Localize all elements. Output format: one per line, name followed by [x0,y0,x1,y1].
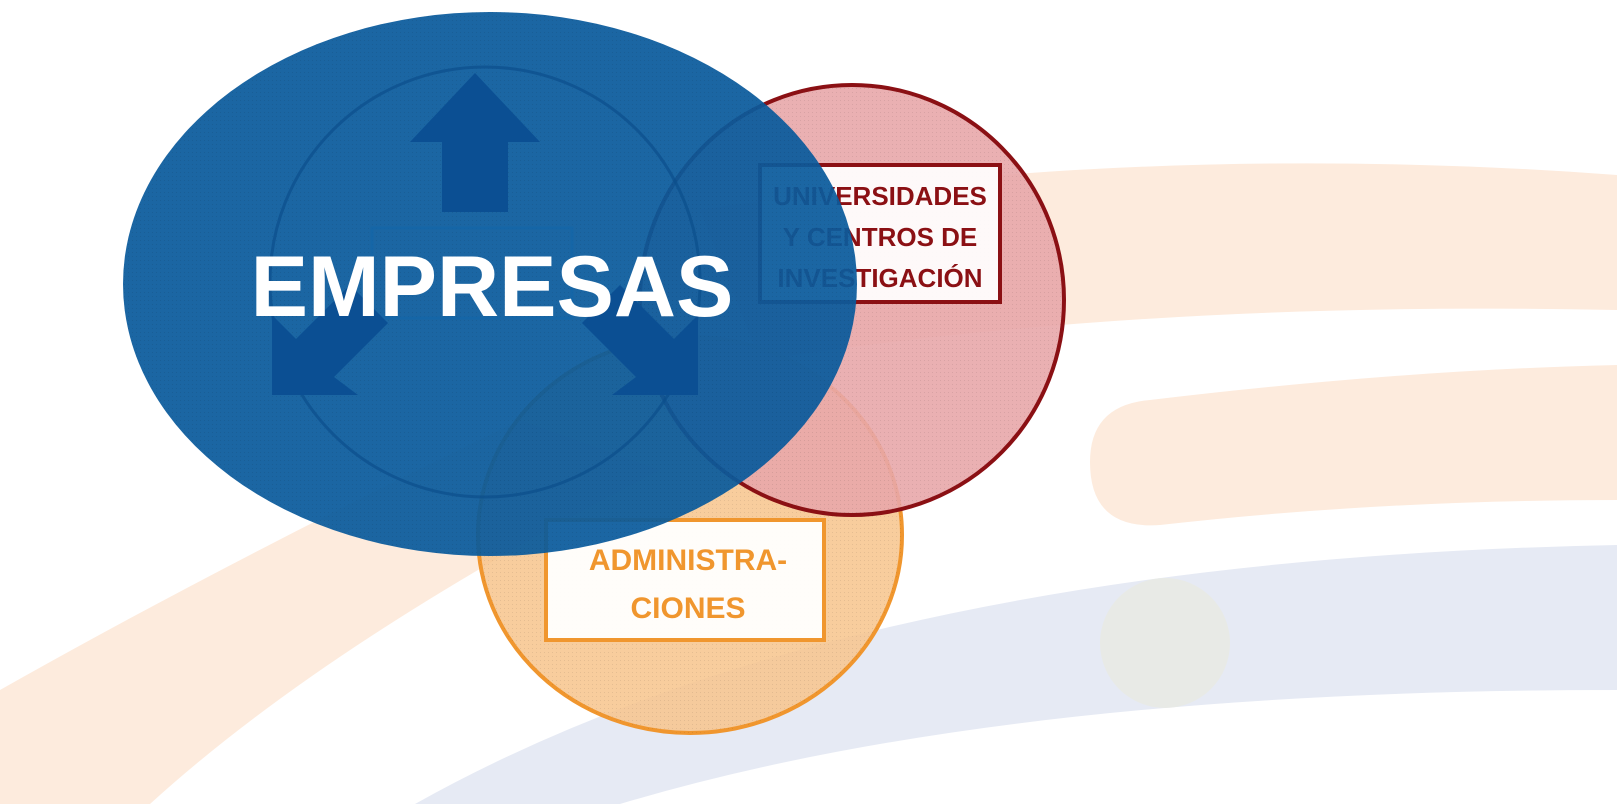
administraciones-label-line-1: ADMINISTRA- [589,544,787,577]
inner-box [370,226,574,320]
arrow-down-right-icon [582,285,698,395]
background-dot [1100,578,1230,708]
blue-band [415,545,1617,804]
inner-ring [268,65,702,499]
empresas-label: EMPRESAS [251,239,734,335]
orange-band-middle [1090,365,1617,526]
administraciones-label-line-2: CIONES [630,592,745,625]
arrow-up-icon [410,73,540,212]
empresas-circle [123,12,857,556]
arrow-down-left-icon [272,285,388,395]
